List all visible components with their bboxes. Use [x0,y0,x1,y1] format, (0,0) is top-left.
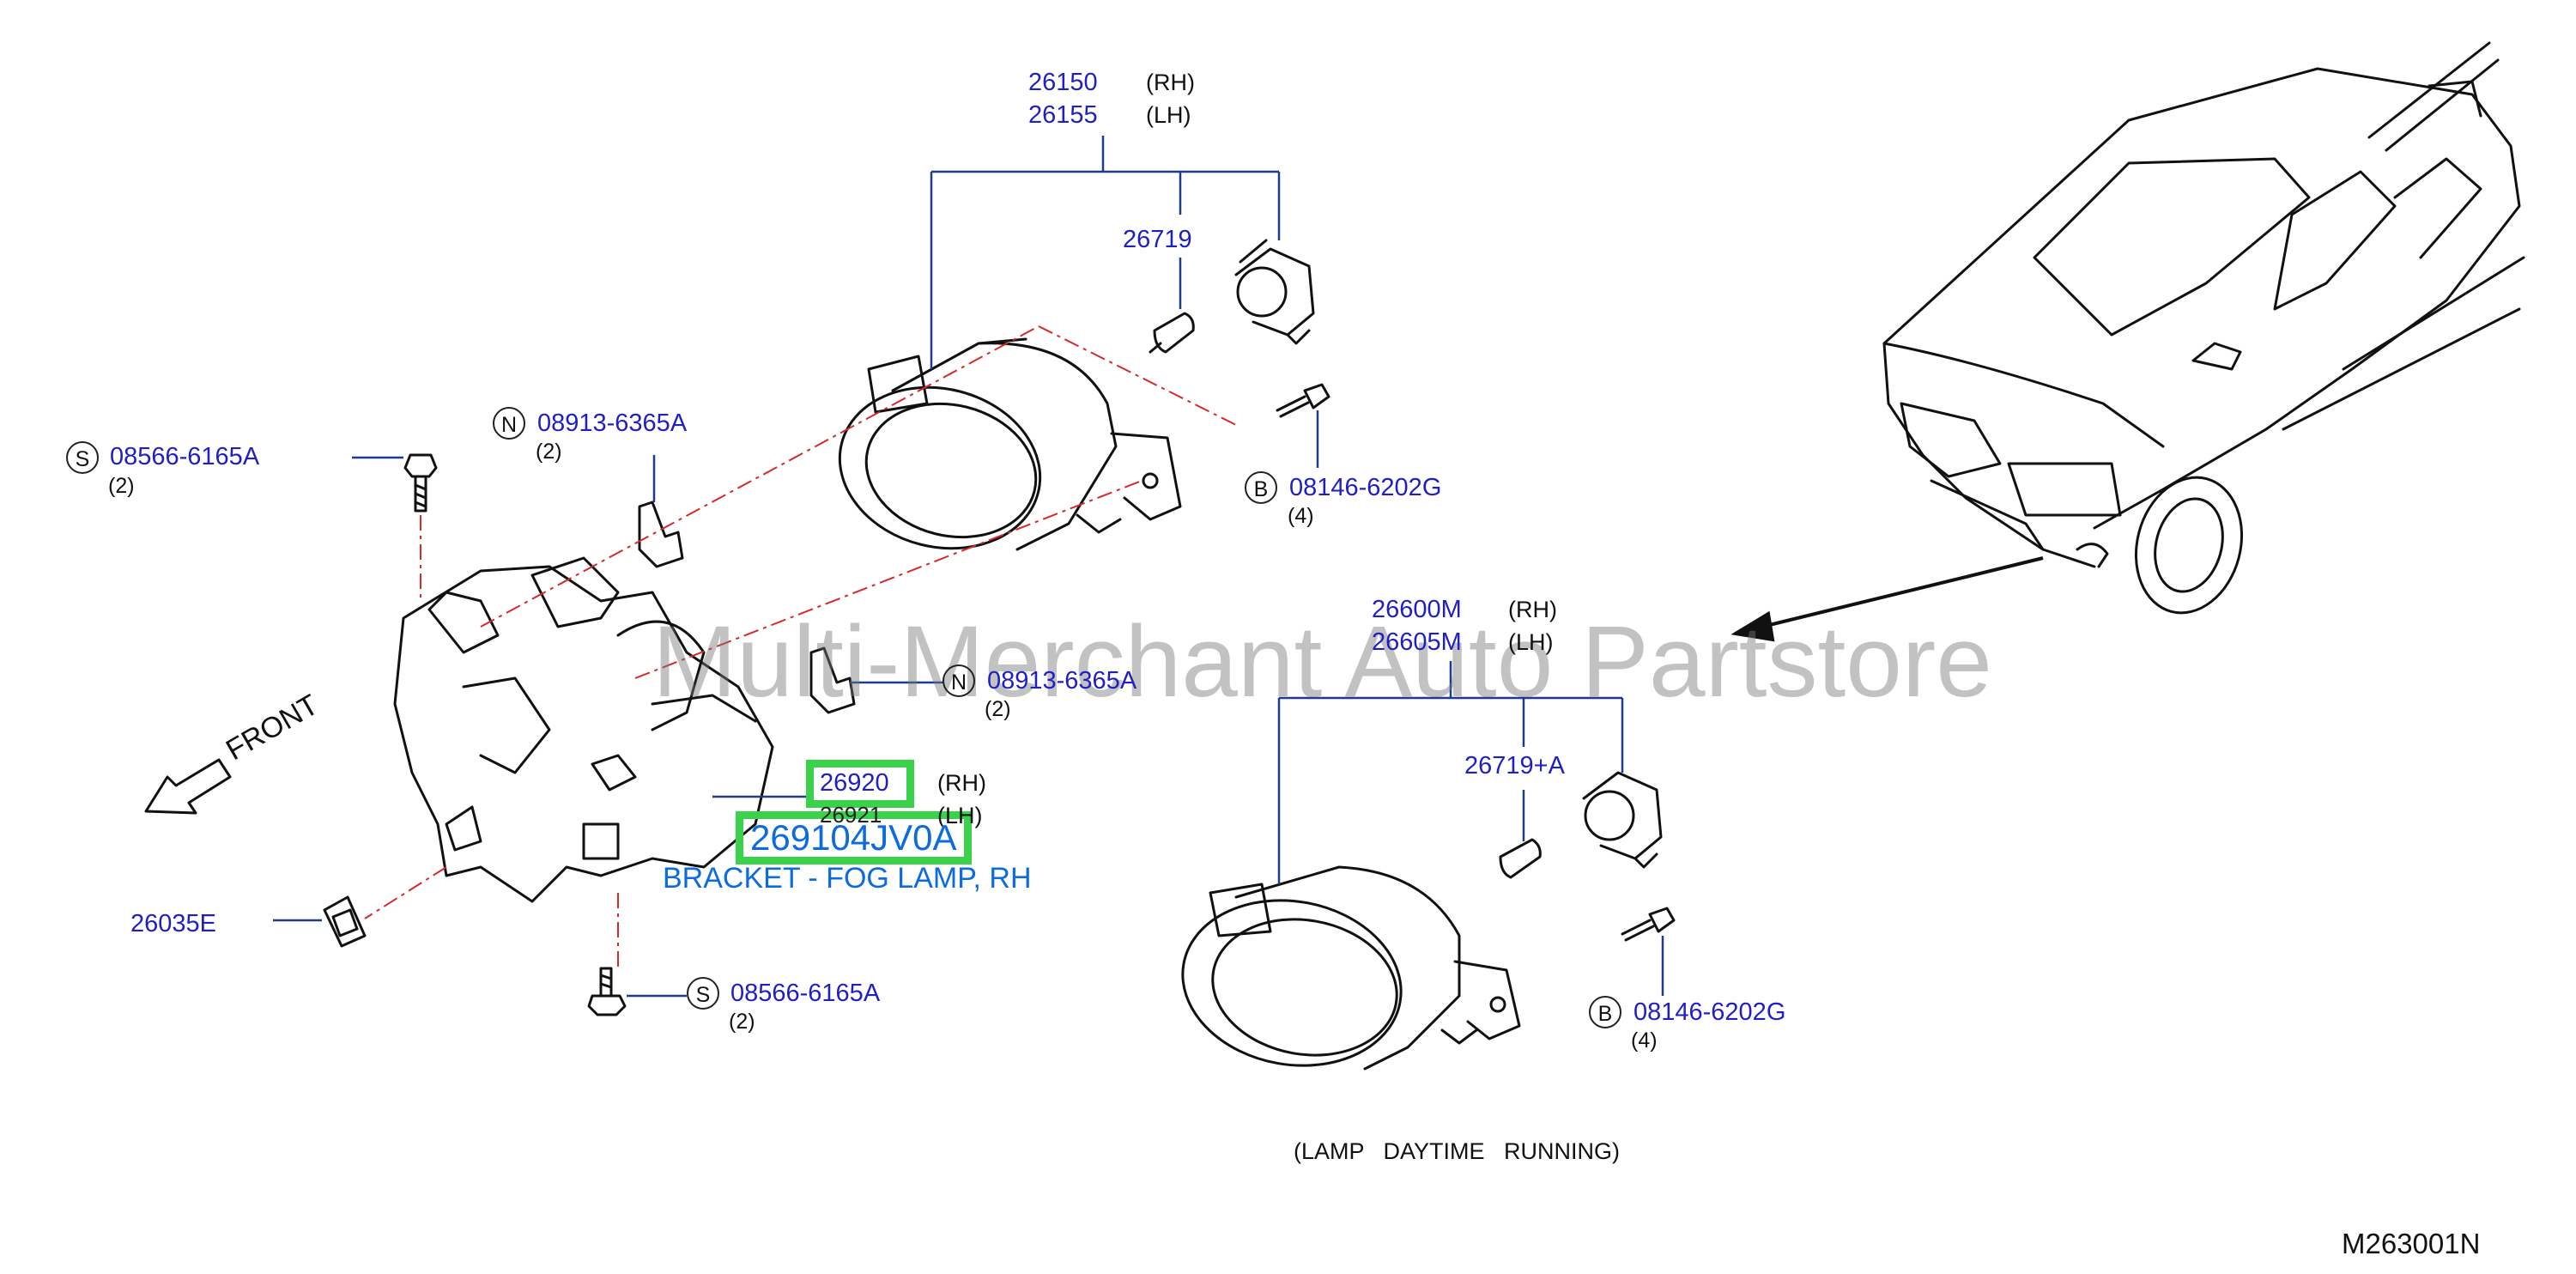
socket-upper-drawing [1234,239,1315,345]
drl-bolt-drawing [1621,907,1676,942]
drl-lamp-drawing [1181,865,1521,1071]
callout-26719-a[interactable]: 26719+A [1464,752,1565,780]
qty-nut-lower: (2) [985,697,1011,721]
marker-b-drl: B [1589,996,1621,1028]
screw-bottom-drawing [587,967,627,1016]
callout-08146-6202g-drl[interactable]: 08146-6202G [1633,998,1786,1026]
nut-upper-drawing [638,500,684,568]
qty-bolt-upper: (4) [1288,504,1314,528]
callout-26920[interactable]: 26920 [820,769,889,797]
bulb-upper-drawing [1149,312,1195,354]
callout-08913-6365a-upper[interactable]: 08913-6365A [537,410,688,437]
qty-screw-top: (2) [108,474,135,498]
callout-26150[interactable]: 26150 [1028,69,1098,96]
qty-bolt-drl: (4) [1631,1028,1658,1053]
callout-08566-6165a-top[interactable]: 08566-6165A [110,443,260,470]
callout-26035e[interactable]: 26035E [130,910,216,937]
callout-26605m[interactable]: 26605M [1372,628,1462,656]
side-lh-bracket: (LH) [937,803,983,828]
side-rh-bracket: (RH) [937,770,986,796]
callout-08566-6165a-bottom[interactable]: 08566-6165A [730,980,881,1007]
side-rh-upper: (RH) [1146,70,1195,95]
marker-n-lower: N [943,664,975,697]
daytime-running-caption: (LAMP DAYTIME RUNNING) [1294,1138,1621,1164]
callout-26600m[interactable]: 26600M [1372,596,1462,623]
nut-lower-drawing [809,646,856,714]
front-arrow-drawing [144,758,232,815]
bracket-drawing [393,556,774,903]
callout-08913-6365a-lower[interactable]: 08913-6365A [987,667,1137,695]
callout-26719[interactable]: 26719 [1123,226,1192,253]
callout-26921[interactable]: 26921 [820,802,882,828]
watermark: Multi-Merchant Auto Partstore [652,605,1992,719]
qty-screw-bottom: (2) [729,1010,755,1034]
screw-top-drawing [403,453,438,513]
drl-bulb-drawing [1499,838,1542,879]
side-rh-drl: (RH) [1508,597,1557,622]
selected-part-number[interactable]: 269104JV0A [750,817,957,858]
drl-socket-drawing [1582,771,1663,869]
vehicle-arrow [1730,556,2044,642]
highlight-box-selected-part [736,811,972,864]
marker-s-top: S [66,441,99,474]
vehicle-drawing [1882,41,2525,615]
marker-n-upper: N [493,407,525,440]
side-lh-upper: (LH) [1146,102,1191,128]
callout-26155[interactable]: 26155 [1028,101,1098,129]
callout-08146-6202g-upper[interactable]: 08146-6202G [1289,474,1442,501]
marker-s-bottom: S [687,977,719,1010]
clip-drawing [323,895,367,948]
highlight-box-bracket-rh [806,760,914,808]
side-lh-drl: (LH) [1508,629,1554,655]
selected-part-description: BRACKET - FOG LAMP, RH [663,862,1032,895]
diagram-code: M263001N [2342,1228,2481,1259]
fog-lamp-upper-drawing [838,337,1182,551]
bolt-upper-drawing [1276,383,1330,418]
qty-nut-upper: (2) [536,440,562,464]
marker-b-upper: B [1245,471,1277,504]
